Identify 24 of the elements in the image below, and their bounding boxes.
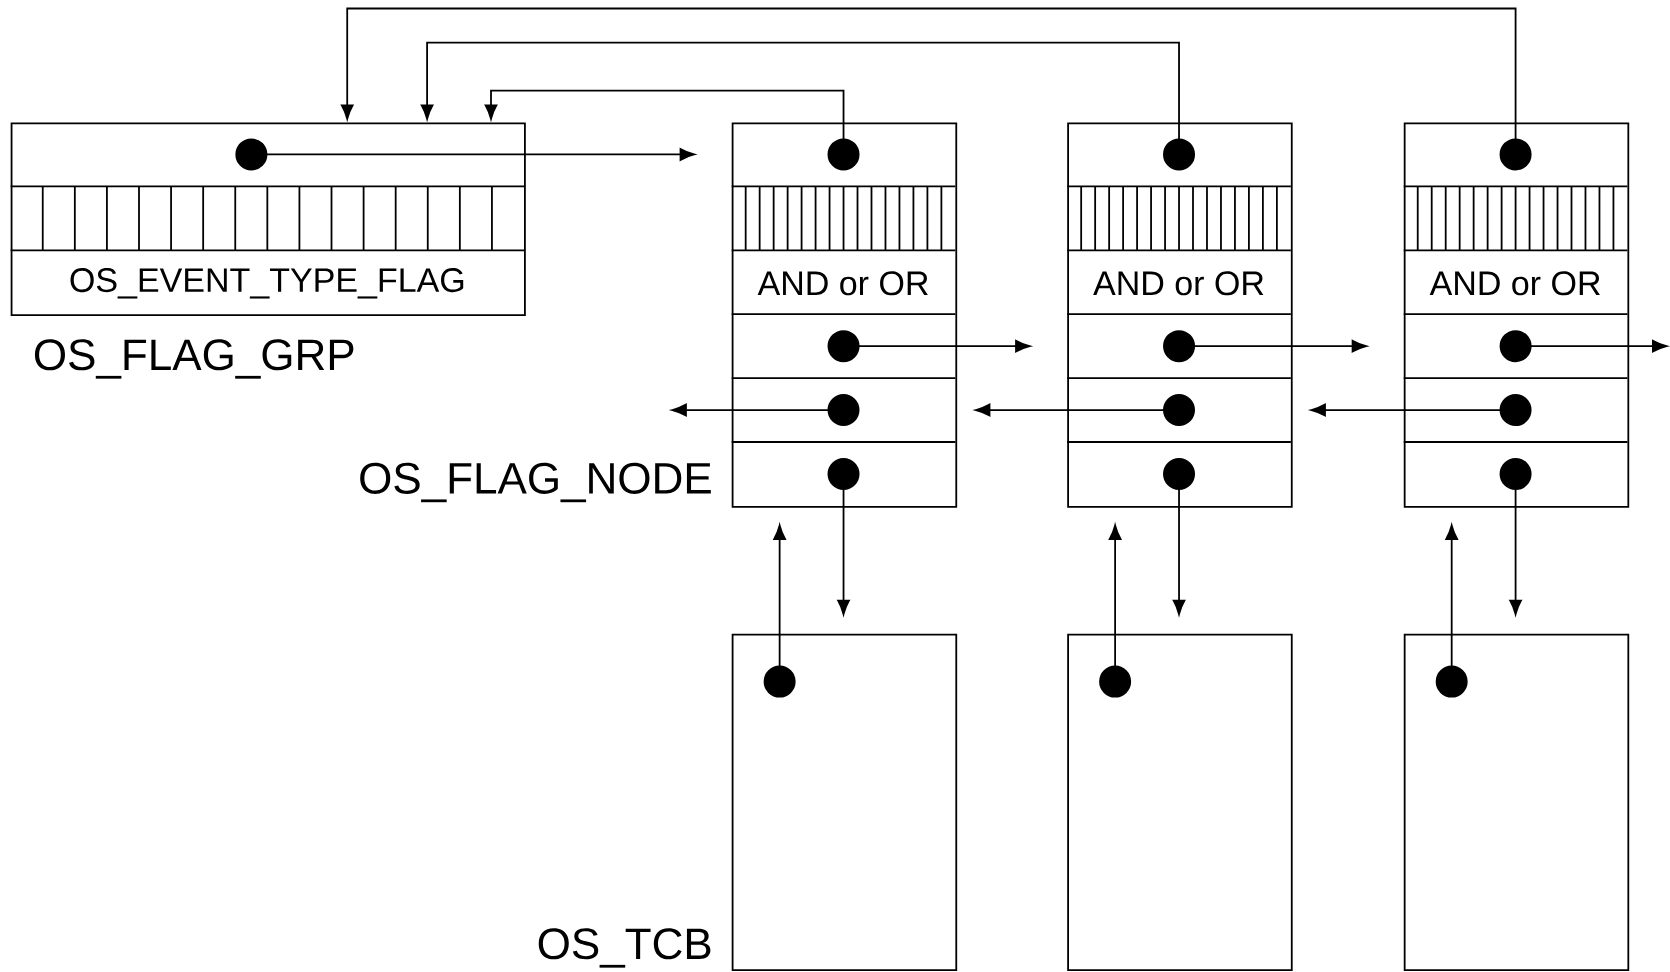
pointer-arrow bbox=[827, 329, 1031, 362]
flag-group-box: OS_EVENT_TYPE_FLAG bbox=[9, 122, 526, 316]
pointer-arrow bbox=[1499, 457, 1532, 615]
flag-node-box: AND or OR bbox=[730, 122, 958, 508]
type-label: OS_FLAG_GRP bbox=[34, 339, 354, 379]
pointer-arrow bbox=[420, 41, 1195, 171]
pointer-arrow bbox=[484, 89, 860, 171]
pointer-arrow bbox=[975, 393, 1195, 426]
pointer-arrow bbox=[1435, 524, 1468, 698]
type-label: OS_FLAG_NODE bbox=[360, 462, 711, 503]
pointer-arrow bbox=[1163, 329, 1367, 362]
pointer-arrow bbox=[1163, 457, 1195, 615]
task-control-block-box bbox=[1403, 633, 1630, 971]
pointer-arrow bbox=[1310, 393, 1532, 426]
task-control-block-box bbox=[1067, 633, 1293, 971]
type-label: OS_TCB bbox=[538, 927, 711, 968]
pointer-arrow bbox=[1499, 329, 1668, 362]
flag-node-box: AND or OR bbox=[1066, 122, 1293, 508]
flag-node-box: AND or OR bbox=[1402, 122, 1630, 508]
pointer-arrow bbox=[763, 524, 796, 698]
pointer-arrow bbox=[235, 138, 695, 171]
pointer-arrow bbox=[340, 7, 1532, 171]
pointer-arrow bbox=[1099, 524, 1132, 698]
pointer-arrow bbox=[671, 393, 860, 426]
